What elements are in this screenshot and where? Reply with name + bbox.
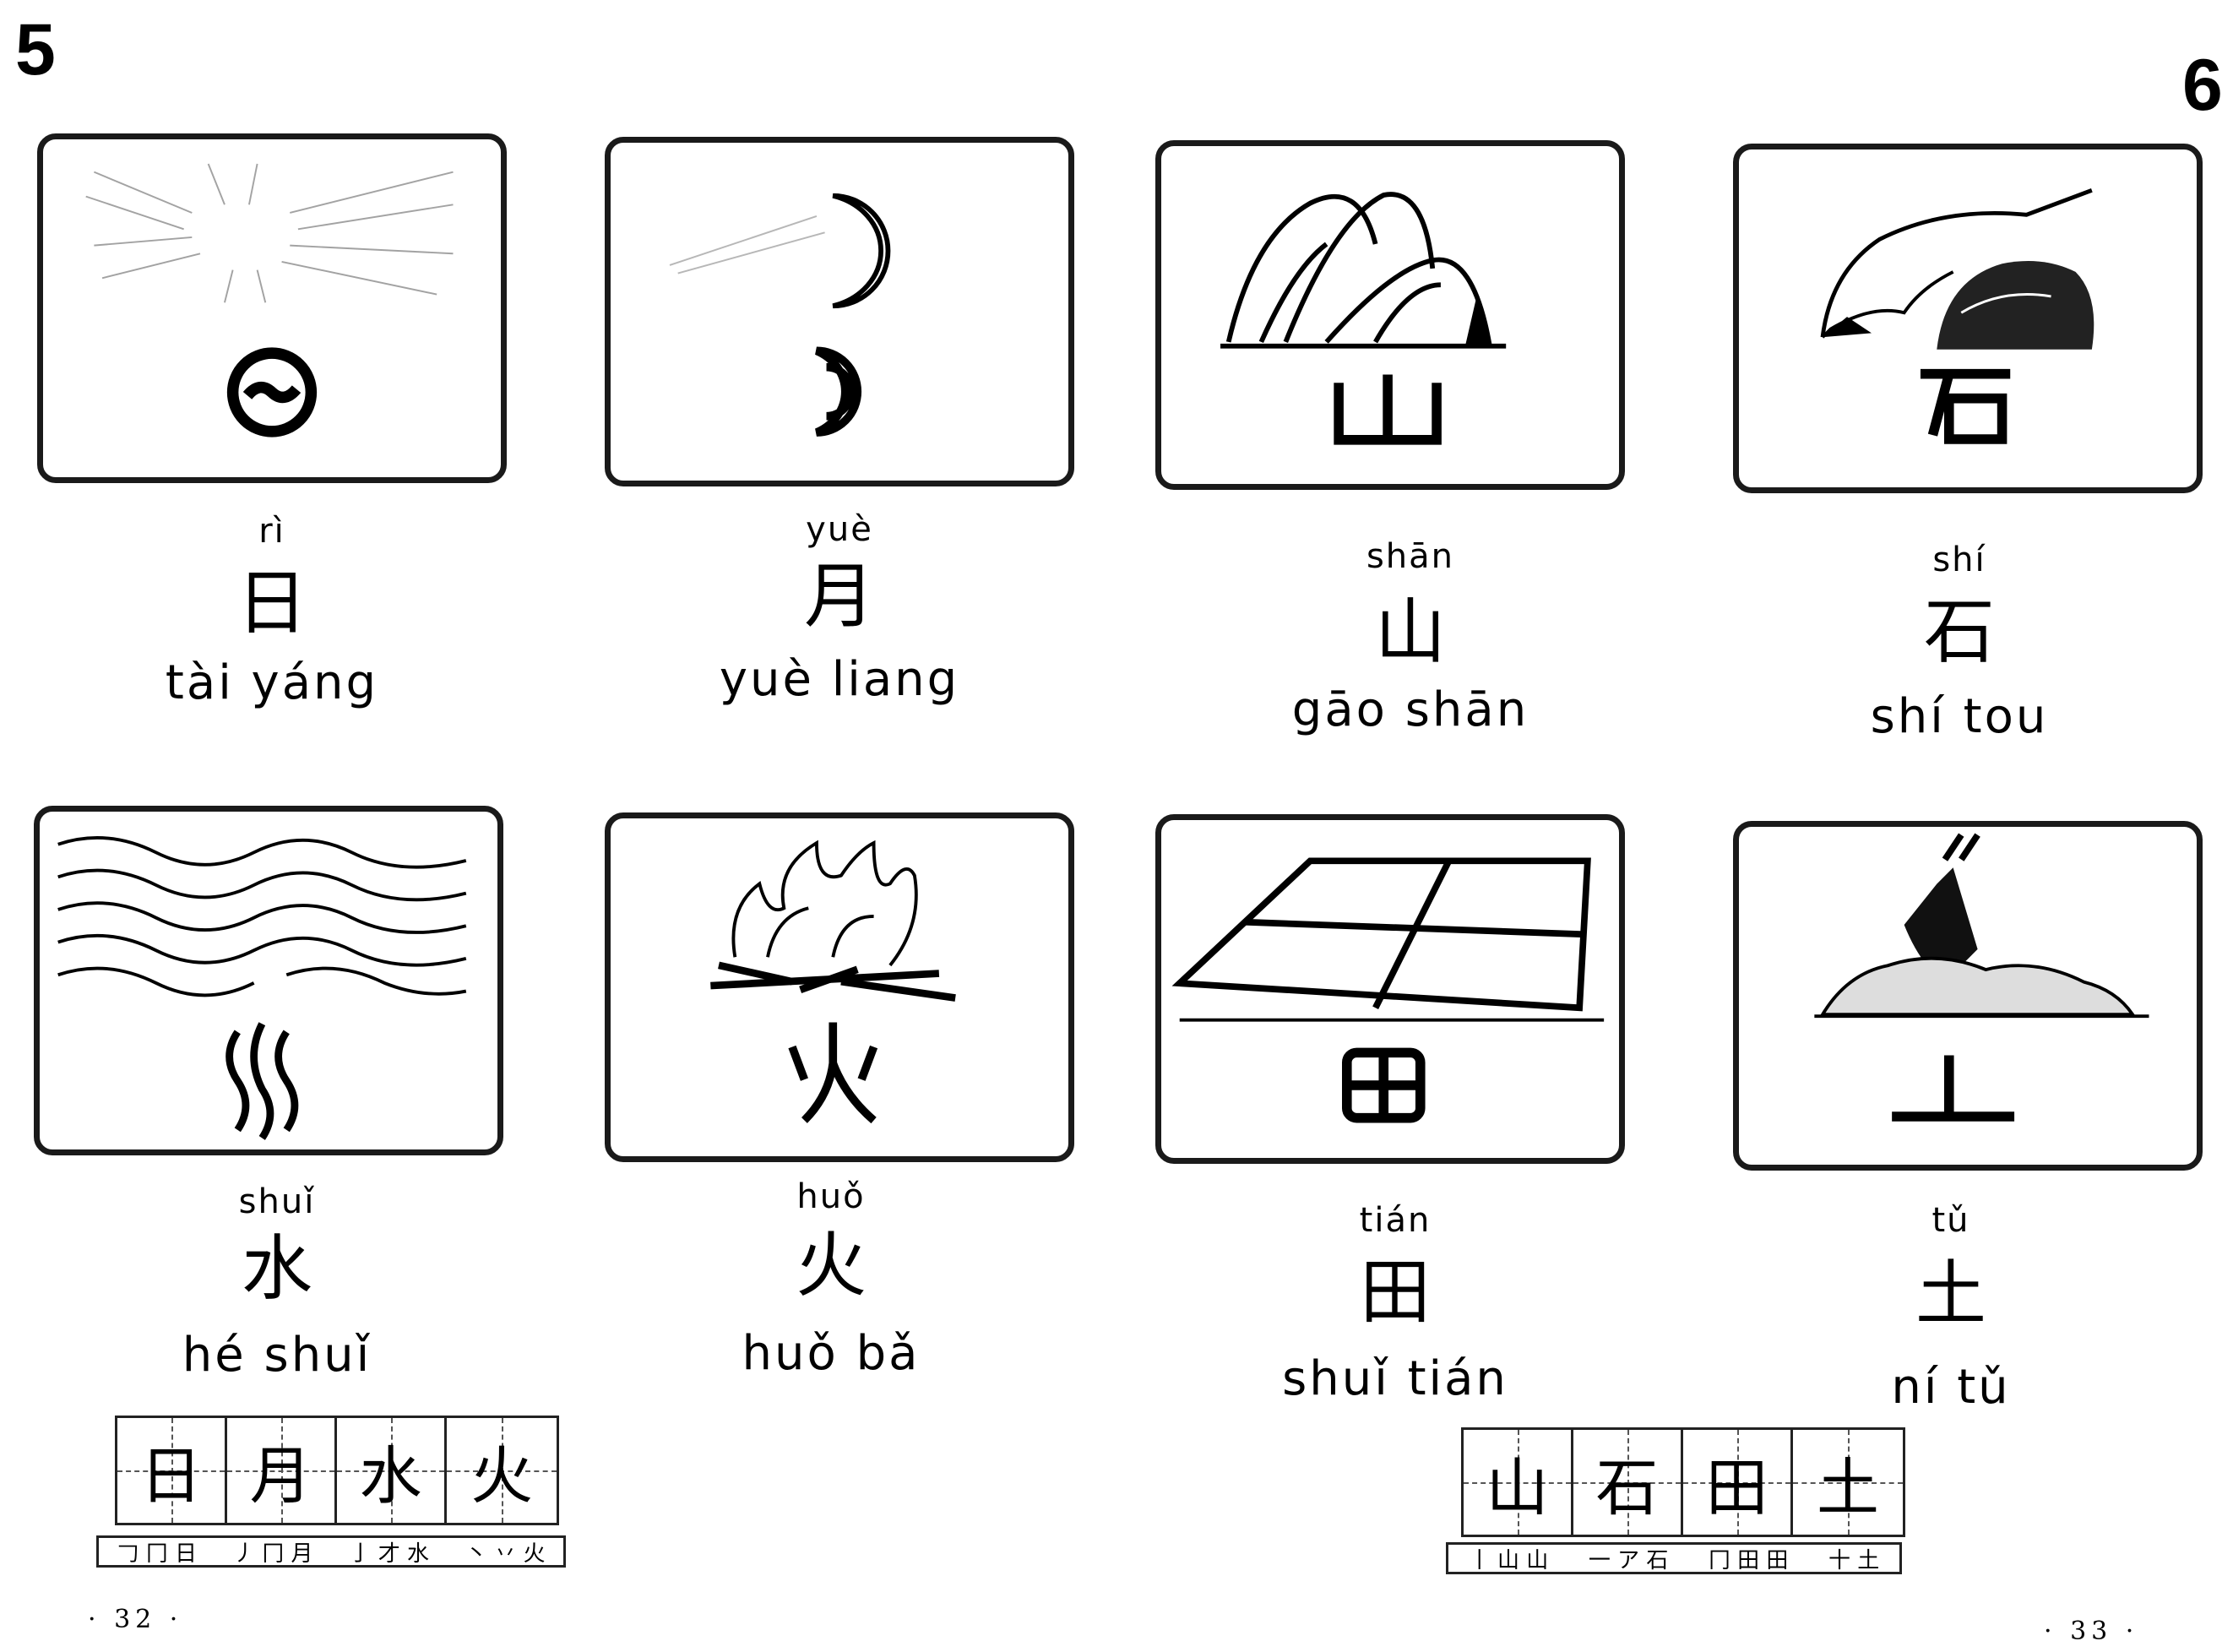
pinyin-ri: rì [258,512,285,551]
page-number-right: · 33 · [2044,1617,2139,1646]
stroke-order-item: 冂 田 田 [1708,1547,1789,1573]
stroke-order-item: 十 土 [1828,1547,1880,1573]
card-fire [605,812,1074,1162]
stroke-order-item: 丶 丷 火 [465,1541,546,1567]
page-number-left: · 32 · [88,1605,183,1634]
practice-grid-left: 日 月 水 火 [115,1416,559,1525]
hanzi-ri: 日 [236,562,307,644]
mountain-illustration [1220,192,1507,445]
card-sun [37,133,507,483]
practice-cell: 石 [1573,1430,1683,1535]
water-illustration [57,835,467,1140]
moon-illustration [669,193,891,437]
stone-illustration [1820,188,2094,444]
sun-pictograph [226,347,318,437]
pinyin-shan: shān [1366,537,1455,576]
practice-cell: 田 [1683,1430,1793,1535]
lesson-number-left: 5 [15,9,56,90]
pinyin-tian: tián [1359,1201,1432,1240]
card-soil [1733,821,2203,1171]
soil-pictograph [1892,1055,2015,1122]
practice-grid-right: 山 石 田 土 [1461,1427,1905,1537]
word-shi-tou: shí tou [1870,689,2049,744]
pinyin-shui: shuǐ [238,1182,316,1221]
card-moon [605,137,1074,486]
stone-pictograph [1920,368,2011,444]
pinyin-shi: shí [1932,541,1986,579]
card-stone [1733,144,2203,493]
hanzi-shui: 水 [241,1227,312,1310]
field-illustration [1171,857,1605,1123]
practice-cell: 土 [1793,1430,1903,1535]
field-pictograph [1341,1047,1426,1123]
pinyin-tu: tǔ [1931,1201,1970,1240]
practice-cell: 月 [227,1418,337,1523]
mountain-pictograph [1334,374,1442,445]
pinyin-yue: yuè [806,510,873,549]
stroke-order-left: 𠃌 冂 日 丿 冂 月 亅 才 水 丶 丷 火 [96,1535,566,1568]
card-field [1155,814,1625,1164]
hanzi-shan: 山 [1374,590,1446,673]
stroke-order-item: 丿 冂 月 [232,1541,313,1567]
word-shui-tian: shuǐ tián [1282,1351,1508,1406]
practice-cell: 火 [447,1418,557,1523]
sun-illustration [85,163,454,437]
stroke-order-item: 丨 山 山 [1468,1547,1549,1573]
hanzi-tian: 田 [1359,1251,1431,1334]
stroke-order-item: 一 ア 石 [1588,1547,1669,1573]
word-yue-liang: yuè liang [719,652,960,707]
moon-pictograph [814,346,862,437]
card-mountain [1155,140,1625,490]
word-tai-yang: tài yáng [165,655,379,710]
pinyin-huo: huǒ [796,1177,866,1216]
stroke-order-right: 丨 山 山 一 ア 石 冂 田 田 十 土 [1446,1542,1902,1574]
word-huo-ba: huǒ bǎ [742,1326,921,1381]
fire-illustration [710,840,956,1124]
hanzi-yue: 月 [803,555,875,638]
practice-cell: 日 [117,1418,227,1523]
stroke-order-item: 亅 才 水 [349,1541,430,1567]
word-he-shui: hé shuǐ [182,1328,372,1383]
practice-cell: 水 [337,1418,447,1523]
word-gao-shan: gāo shān [1291,682,1529,737]
lesson-number-right: 6 [2182,45,2223,126]
water-pictograph [225,1022,299,1140]
hanzi-tu: 土 [1915,1253,1986,1335]
soil-illustration [1814,833,2149,1122]
fire-pictograph [788,1022,878,1124]
practice-cell: 山 [1464,1430,1573,1535]
hanzi-huo: 火 [795,1224,867,1307]
word-ni-tu: ní tǔ [1891,1360,2011,1415]
card-water [34,806,503,1155]
hanzi-shi: 石 [1923,590,1995,673]
stroke-order-item: 𠃌 冂 日 [117,1541,198,1567]
